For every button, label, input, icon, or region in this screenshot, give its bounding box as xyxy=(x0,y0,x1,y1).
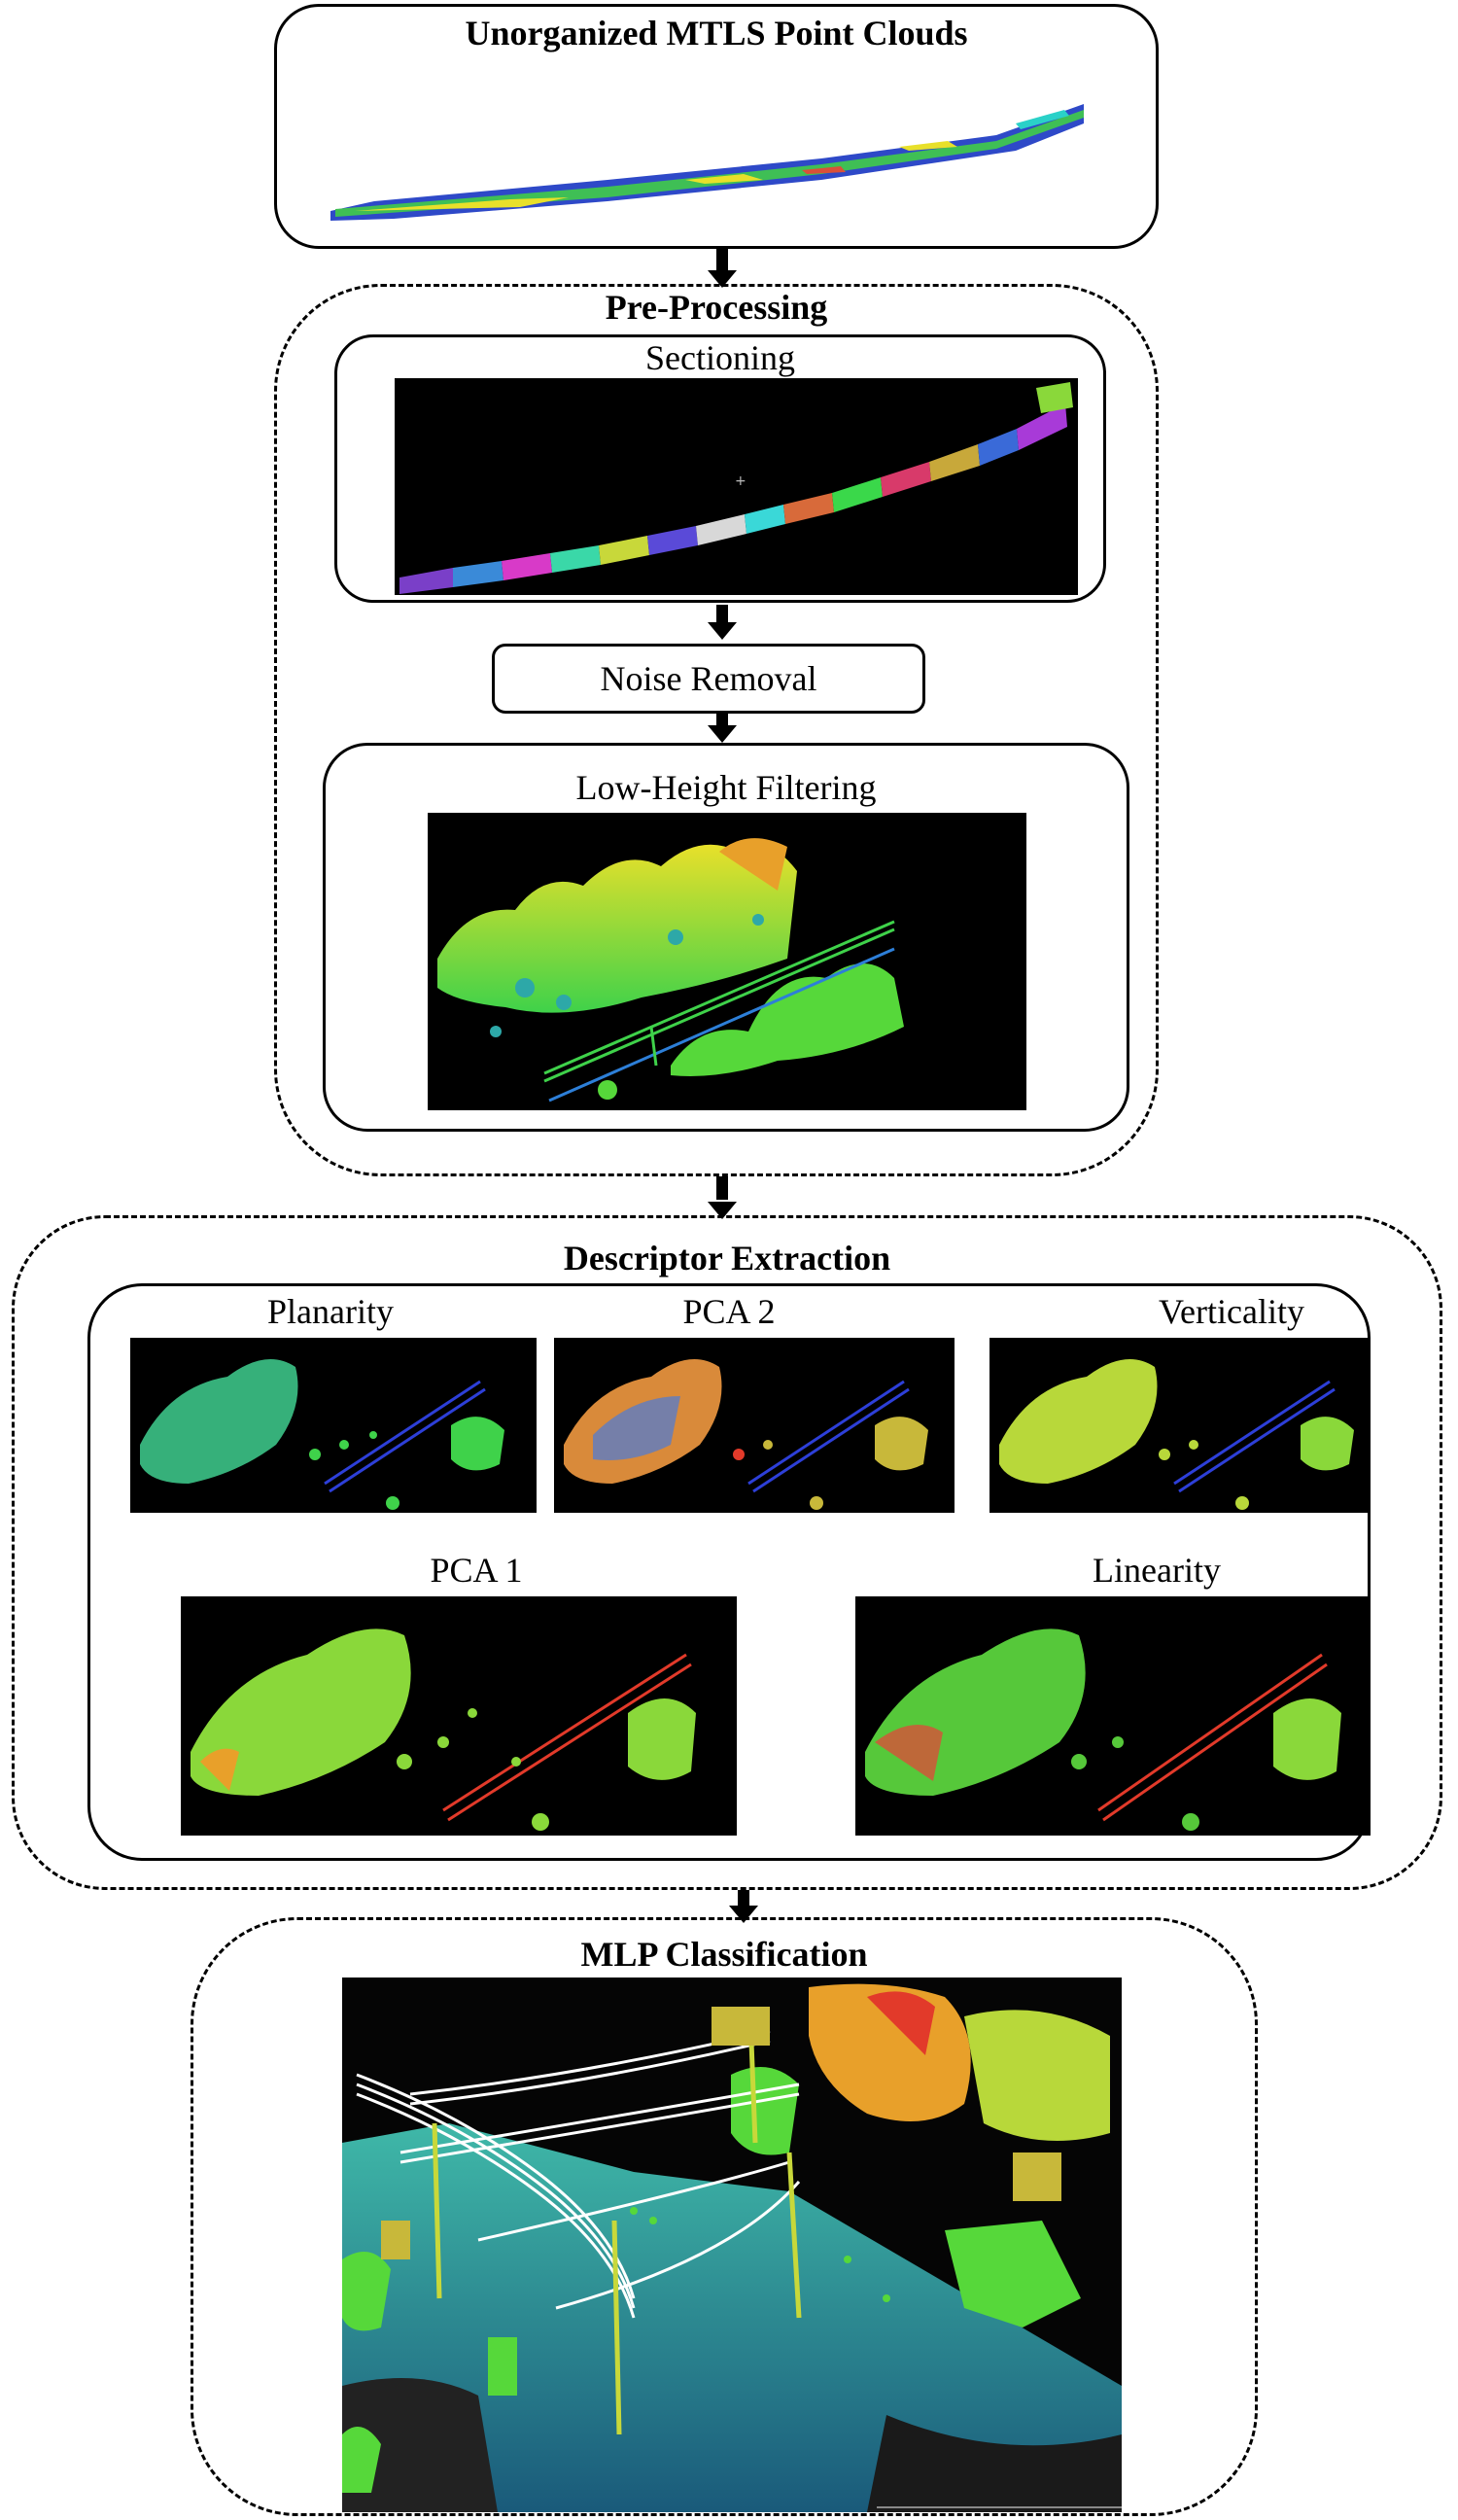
linearity-image xyxy=(855,1596,1371,1836)
sectioning-title: Sectioning xyxy=(645,338,795,377)
noise-removal-label: Noise Removal xyxy=(600,659,817,698)
descriptor-group: Descriptor Extraction xyxy=(12,1215,1442,1890)
arrow-preprocessing-to-descriptor xyxy=(708,1176,737,1219)
input-box: Unorganized MTLS Point Clouds xyxy=(274,4,1159,249)
low-height-title: Low-Height Filtering xyxy=(575,768,877,807)
label-linearity: Linearity xyxy=(1093,1551,1221,1590)
noise-removal-box: Noise Removal xyxy=(492,644,925,714)
sectioning-image: + xyxy=(395,378,1078,595)
pca-2-image xyxy=(554,1338,955,1513)
classification-title: MLP Classification xyxy=(580,1935,868,1974)
label-pca-1: PCA 1 xyxy=(430,1551,523,1590)
pca-1-image xyxy=(181,1596,737,1836)
road-point-cloud-image xyxy=(330,104,1084,221)
label-pca-2: PCA 2 xyxy=(682,1292,776,1331)
verticality-image xyxy=(989,1338,1369,1513)
arrow-noise-to-lowheight xyxy=(708,714,737,743)
label-planarity: Planarity xyxy=(267,1292,394,1331)
label-verticality: Verticality xyxy=(1159,1292,1304,1331)
input-title: Unorganized MTLS Point Clouds xyxy=(465,14,968,52)
arrow-input-to-preprocessing xyxy=(708,249,737,288)
svg-text:+: + xyxy=(735,473,746,489)
classification-image xyxy=(342,1978,1122,2512)
preprocessing-title: Pre-Processing xyxy=(605,288,828,327)
planarity-image xyxy=(130,1338,537,1513)
arrow-sectioning-to-noise xyxy=(708,605,737,640)
classification-group: MLP Classification xyxy=(191,1917,1258,2516)
preprocessing-group: Pre-Processing xyxy=(274,284,1159,1176)
low-height-image xyxy=(428,813,1026,1110)
descriptor-title: Descriptor Extraction xyxy=(563,1239,891,1278)
